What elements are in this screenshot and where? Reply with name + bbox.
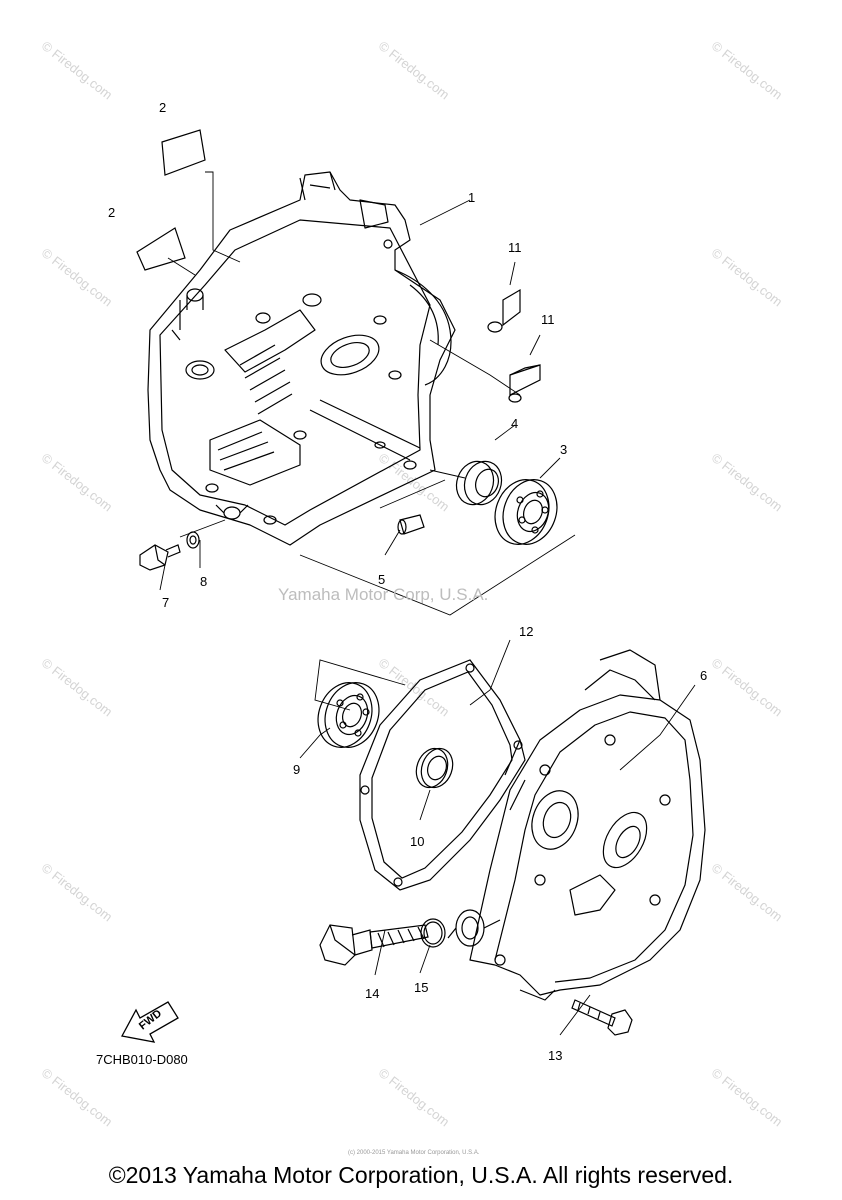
label-part (136, 129, 206, 271)
part-number: 1 (468, 190, 476, 205)
crankcase-part (147, 171, 456, 546)
center-watermark: Yamaha Motor Corp, U.S.A. (278, 585, 489, 604)
part-number: 3 (560, 442, 568, 457)
part-number: 15 (414, 980, 429, 995)
bolt-part (571, 999, 633, 1036)
part-number: 6 (700, 668, 708, 683)
part-number: 11 (541, 312, 555, 327)
copyright-notice: ©2013 Yamaha Motor Corporation, U.S.A. A… (108, 1162, 734, 1188)
drain-bolt-part (139, 531, 200, 571)
part-number: 9 (293, 762, 301, 777)
part-number: 2 (159, 100, 167, 115)
part-number: 2 (108, 205, 116, 220)
dowel-part (397, 514, 425, 535)
oil-seal-part (455, 460, 503, 506)
o-ring-part (420, 918, 446, 948)
part-number: 12 (519, 624, 534, 639)
part-number: 11 (508, 240, 522, 255)
crankcase-cover-part (447, 649, 706, 1001)
gasket-part (359, 659, 526, 891)
part-number: 8 (200, 574, 208, 589)
dowel-pin-part (487, 288, 541, 403)
bearing-part (494, 479, 558, 545)
diagram-code: 7CHB010-D080 (96, 1052, 188, 1067)
part-number: 10 (410, 834, 425, 849)
oil-seal-part-lower (415, 747, 454, 789)
bearing-part-lower (317, 682, 380, 748)
credit-text: (c) 2000-2015 Yamaha Motor Corporation, … (348, 1150, 480, 1156)
part-number: 14 (365, 986, 380, 1001)
fwd-arrow-icon (121, 1001, 179, 1043)
oil-filler-cap-part (319, 924, 429, 966)
part-number: 7 (162, 595, 170, 610)
part-number: 4 (511, 416, 519, 431)
part-number: 5 (378, 572, 386, 587)
part-number: 13 (548, 1048, 563, 1063)
leader-lines (159, 171, 696, 1036)
